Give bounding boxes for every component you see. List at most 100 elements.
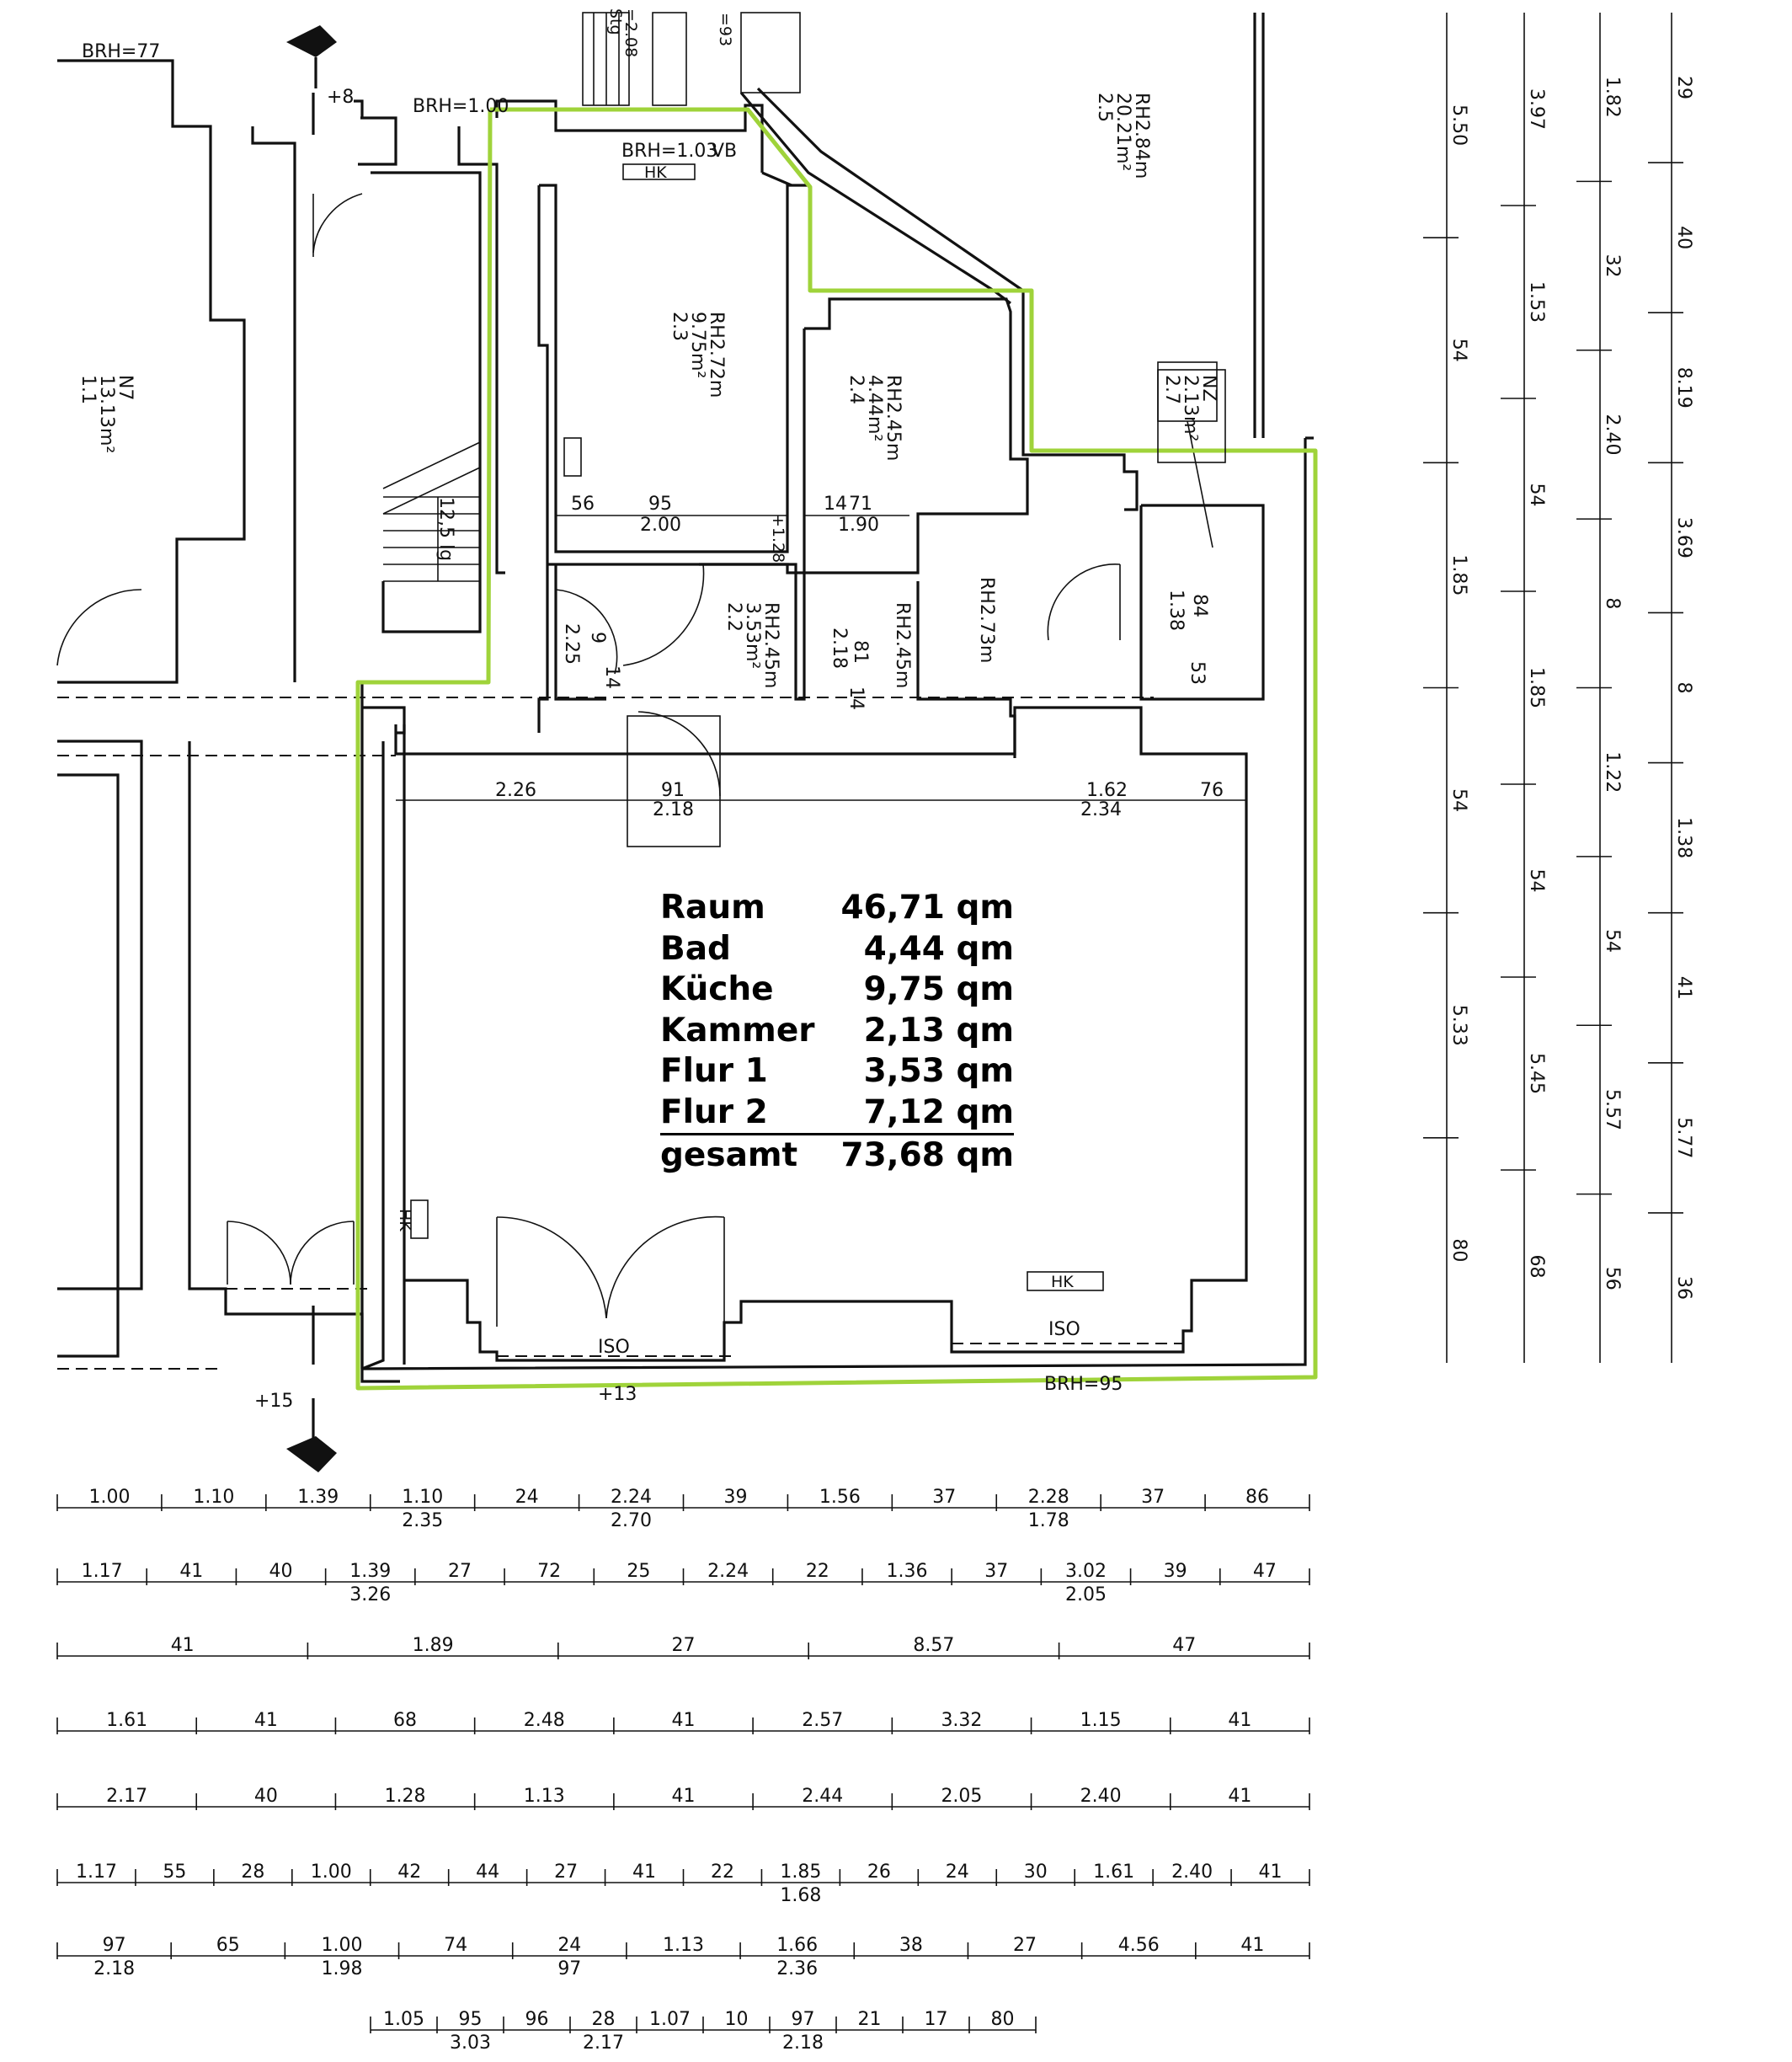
bottom-dim-value: 2.44 [802, 1786, 843, 1807]
bottom-dim-subvalue: 1.68 [780, 1885, 821, 1906]
bottom-dim-value: 80 [991, 2009, 1015, 2030]
brh77-label: BRH=77 [82, 41, 160, 62]
room-2-4-id: 2.4 [845, 375, 867, 404]
bottom-dim-value: 2.24 [611, 1487, 652, 1508]
hk-label-top: HK [644, 163, 667, 182]
bottom-dim-value: 8.57 [913, 1635, 954, 1656]
area-row-raum: Raum 46,71 qm [660, 888, 1014, 929]
room-2-3-id: 2.3 [669, 312, 690, 341]
bottom-dim-value: 86 [1245, 1487, 1269, 1508]
right-dim-value: 2.40 [1602, 414, 1623, 455]
bottom-dim-subvalue: 2.05 [1065, 1584, 1107, 1605]
bottom-dim-value: 1.17 [76, 1862, 117, 1883]
bottom-dim-value: 1.07 [649, 2009, 691, 2030]
right-dim-value: 5.45 [1526, 1053, 1547, 1094]
bottom-dim-value: 1.17 [82, 1561, 123, 1582]
bottom-dim-value: 1.61 [106, 1710, 147, 1731]
dim-91: 91 [661, 780, 685, 801]
bottom-dim-value: 1.13 [524, 1786, 565, 1807]
apartment-outline [355, 107, 1318, 1391]
bottom-dim-value: 2.28 [1028, 1487, 1069, 1508]
dim-225: 2.25 [561, 623, 582, 665]
vb-label: VB [712, 141, 737, 162]
area-name: Kammer [660, 1011, 815, 1050]
bottom-dim-value: 41 [171, 1635, 195, 1656]
room-2-7-note: NZ [1198, 375, 1219, 402]
stair-treads [383, 12, 801, 582]
bottom-dim-value: 96 [525, 2009, 549, 2030]
dim-71: 71 [849, 494, 872, 515]
right-dim-value: 80 [1448, 1238, 1469, 1262]
bottom-dim-value: 1.89 [413, 1635, 454, 1656]
bottom-dim-subvalue: 2.35 [402, 1510, 443, 1531]
room-2-4-height: RH2.45m [883, 375, 904, 461]
bottom-dim-value: 1.85 [780, 1862, 821, 1883]
bottom-dim-value: 24 [515, 1487, 539, 1508]
bottom-dim-value: 2.40 [1171, 1862, 1213, 1883]
plus8-label: +8 [327, 87, 354, 108]
right-dim-value: 5.50 [1448, 104, 1469, 146]
walls [57, 13, 1314, 1383]
iso-label-left: ISO [598, 1337, 630, 1358]
right-dim-value: 1.38 [1673, 817, 1694, 858]
bottom-dim-value: 44 [476, 1862, 499, 1883]
bottom-dim-value: 10 [725, 2009, 749, 2030]
room-2-2-height: RH2.45m [760, 602, 781, 688]
right-dim-value: 68 [1526, 1255, 1547, 1279]
bottom-dim-value: 21 [858, 2009, 882, 2030]
dim-234: 2.34 [1080, 799, 1122, 820]
dim-14c: 14 [845, 686, 867, 710]
bottom-dim-value: 1.00 [88, 1487, 130, 1508]
right-dim-value: 32 [1602, 254, 1623, 278]
room-labels: 1.1 13.13m² N7 2.3 9.75m² RH2.72m 2.4 4.… [77, 8, 1226, 688]
right-dim-value: 41 [1673, 976, 1694, 1000]
bottom-dim-value: 40 [269, 1561, 293, 1582]
bottom-dim-value: 41 [1228, 1786, 1251, 1807]
bottom-dim-value: 1.10 [402, 1487, 443, 1508]
area-name: Flur 2 [660, 1092, 768, 1131]
bottom-dim-value: 72 [537, 1561, 561, 1582]
bottom-dim-value: 41 [254, 1710, 278, 1731]
area-row-kammer: Kammer 2,13 qm [660, 1011, 1014, 1052]
bottom-dim-subvalue: 97 [557, 1958, 581, 1979]
dim-218: 2.18 [653, 799, 694, 820]
right-dim-value: 1.85 [1526, 667, 1547, 708]
bottom-dim-value: 28 [241, 1862, 264, 1883]
area-value: 2,13 qm [863, 1011, 1014, 1050]
bottom-dim-value: 39 [1164, 1561, 1187, 1582]
bottom-dim-value: 97 [792, 2009, 815, 2030]
right-dim-value: 56 [1602, 1267, 1623, 1290]
bottom-dim-value: 22 [806, 1561, 829, 1582]
entrance-arrows [286, 25, 337, 1472]
bottom-dim-subvalue: 2.70 [611, 1510, 652, 1531]
dim-76: 76 [1200, 780, 1224, 801]
bottom-dim-subvalue: 2.18 [782, 2033, 824, 2054]
brh103-label: BRH=1.03 [621, 141, 717, 162]
room-2-3-area: 9.75m² [687, 312, 708, 378]
bottom-dim-value: 41 [632, 1862, 656, 1883]
room-2-4-area: 4.44m² [864, 375, 885, 441]
right-dim-value: 3.69 [1673, 517, 1694, 558]
right-dim-value: 3.97 [1526, 88, 1547, 130]
room-2-7-id: 2.7 [1161, 375, 1182, 404]
bottom-dim-value: 1.00 [321, 1935, 362, 1956]
bottom-dim-value: 1.66 [776, 1935, 818, 1956]
room-2-5-id: 2.5 [1094, 93, 1115, 122]
bottom-dim-value: 41 [1259, 1862, 1283, 1883]
bottom-dim-value: 1.05 [383, 2009, 424, 2030]
dim-9: 9 [587, 632, 608, 644]
bottom-dim-value: 2.40 [1080, 1786, 1122, 1807]
bottom-dim-value: 41 [672, 1786, 696, 1807]
right-dim-value: 1.22 [1602, 751, 1623, 793]
area-name: Raum [660, 889, 765, 927]
area-value: 46,71 qm [840, 889, 1015, 927]
bottom-dim-value: 27 [672, 1635, 696, 1656]
bottom-dim-subvalue: 3.26 [349, 1584, 391, 1605]
dim-14b: 14 [601, 665, 622, 689]
bottom-dim-value: 37 [932, 1487, 956, 1508]
bottom-dim-value: 30 [1024, 1862, 1048, 1883]
area-value: 73,68 qm [840, 1136, 1015, 1174]
